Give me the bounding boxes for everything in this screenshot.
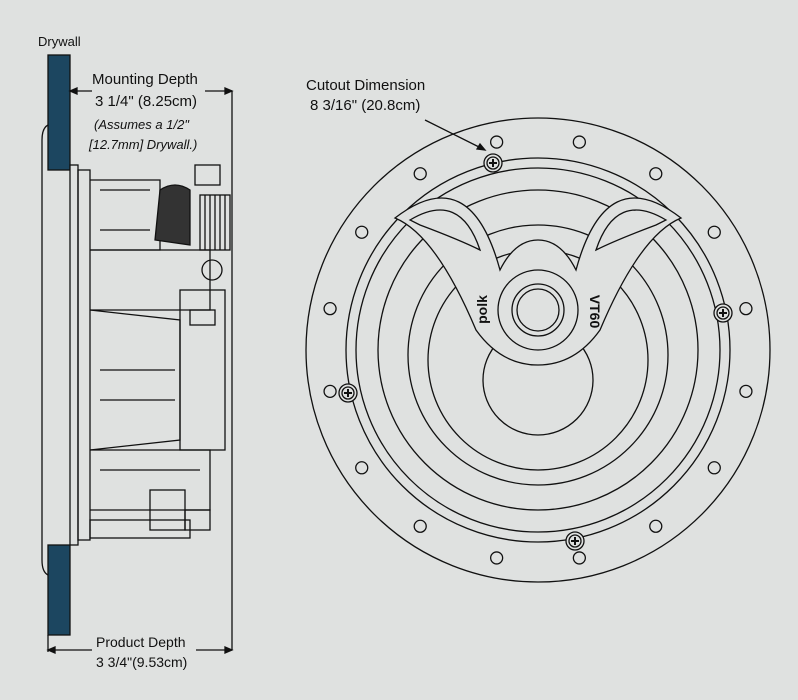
mounting-depth-title: Mounting Depth [92, 71, 198, 88]
model-label: VT60 [587, 294, 604, 329]
mounting-hole [355, 461, 369, 475]
front-view [305, 117, 771, 583]
cutout-title: Cutout Dimension [306, 77, 426, 94]
screw-icon [713, 303, 733, 323]
mounting-hole [355, 225, 369, 239]
mounting-hole [489, 551, 504, 565]
mounting-hole [707, 225, 721, 239]
product-depth-value: 3 3/4"(9.53cm) [96, 654, 188, 670]
screw-icon [483, 153, 503, 173]
mounting-hole [489, 135, 504, 149]
mounting-hole [707, 461, 721, 475]
mounting-hole [572, 135, 587, 149]
screw-icon [338, 383, 358, 403]
screw-icon [565, 531, 585, 551]
tweeter-bridge [393, 197, 683, 366]
mounting-hole [413, 519, 427, 533]
product-depth-title: Product Depth [96, 633, 186, 652]
mounting-hole [649, 519, 663, 533]
mounting-hole [739, 384, 753, 399]
mounting-hole [572, 551, 587, 565]
drywall-assumption-line1: (Assumes a 1/2" [94, 117, 189, 132]
drywall-top [47, 54, 71, 171]
drywall-label: Drywall [38, 34, 81, 49]
dimension-lines [46, 87, 487, 654]
side-view [41, 54, 231, 636]
mounting-depth-value: 3 1/4" (8.25cm) [95, 93, 198, 110]
mounting-hole [649, 167, 663, 181]
mounting-hole [323, 301, 337, 316]
brand-logo: polk [473, 295, 490, 324]
mounting-hole [739, 301, 753, 316]
mounting-hole [323, 384, 337, 399]
drywall-bottom [47, 544, 71, 636]
drywall-assumption-line2: [12.7mm] Drywall.) [89, 137, 198, 152]
cutout-value: 8 3/16" (20.8cm) [310, 97, 421, 114]
mounting-hole [413, 167, 427, 181]
bezel [41, 124, 49, 576]
